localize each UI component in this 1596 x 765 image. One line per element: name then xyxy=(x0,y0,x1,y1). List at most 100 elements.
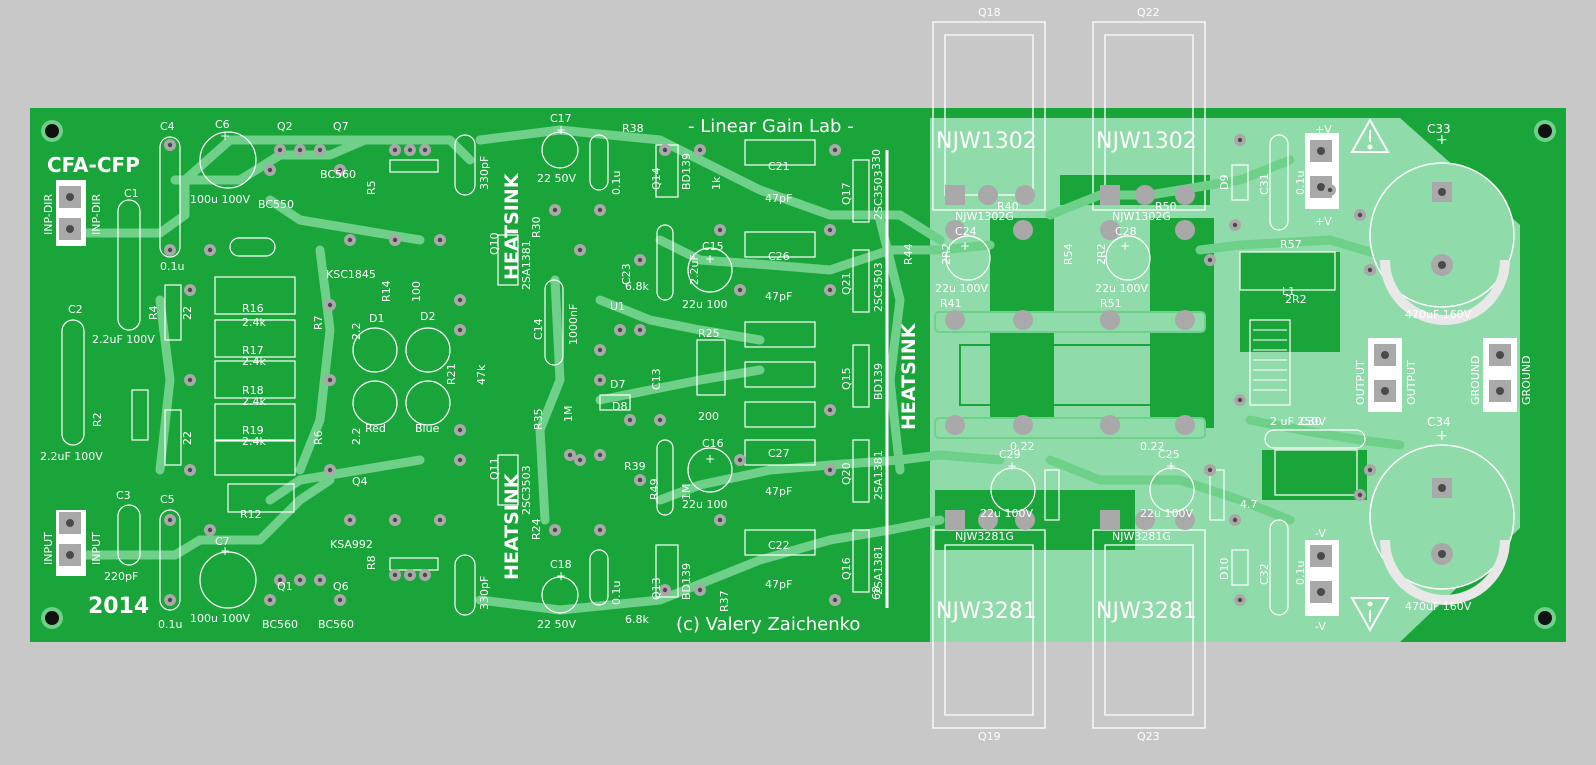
v-1k: 1k xyxy=(710,176,723,190)
cap-0-1-bottom: 0.1u xyxy=(610,581,623,605)
r14-ref: R14 xyxy=(380,280,393,302)
via-hole xyxy=(1232,222,1238,228)
brand-label: - Linear Gain Lab - xyxy=(688,116,854,137)
via-hole xyxy=(567,452,573,458)
d9-ref: D9 xyxy=(1218,175,1231,190)
q21-ref: Q21 xyxy=(840,272,853,295)
njw1302g-a: NJW1302G xyxy=(955,210,1014,223)
via-hole xyxy=(1357,492,1363,498)
q22-part: NJW1302 xyxy=(1096,129,1197,154)
r2-ref: R2 xyxy=(91,412,104,427)
r35-value: 1M xyxy=(562,406,575,423)
via-hole xyxy=(1207,467,1213,473)
c18-ref: C18 xyxy=(550,558,572,571)
r25-ref: R25 xyxy=(698,327,720,340)
r37-ref: R37 xyxy=(718,590,731,612)
q21-part: 2SC3503 xyxy=(872,262,885,312)
v-6-8k-top: 6.8k xyxy=(625,280,649,293)
r14-value: 100 xyxy=(410,281,423,302)
via-hole xyxy=(832,147,838,153)
r17-value: 2.4k xyxy=(242,355,266,368)
c17-value: 22 50V xyxy=(537,172,576,185)
r2-value: 22 xyxy=(181,431,194,445)
ground-connector xyxy=(1483,338,1517,412)
via-hole xyxy=(207,247,213,253)
r25-value: 200 xyxy=(698,410,719,423)
r21-ref: R21 xyxy=(445,363,458,385)
q17-part: 2SC3503 xyxy=(872,170,885,220)
v-4-7: 4.7 xyxy=(1240,498,1258,511)
q19-ref: Q19 xyxy=(978,730,1001,743)
via-hole xyxy=(827,407,833,413)
via-hole xyxy=(317,577,323,583)
via-hole xyxy=(187,467,193,473)
via-hole xyxy=(737,457,743,463)
via-hole xyxy=(1367,267,1373,273)
v-2-2-bottom: 2.2 xyxy=(350,428,363,446)
via-hole xyxy=(597,207,603,213)
via-hole xyxy=(187,377,193,383)
c24-ref: C24 xyxy=(955,225,977,238)
c16-ref: C16 xyxy=(702,437,724,450)
via-hole xyxy=(637,327,643,333)
c14-value: 1000nF xyxy=(567,304,580,345)
inp-dir-label-inner: INP-DIR xyxy=(90,193,103,235)
via-hole xyxy=(552,207,558,213)
silkscreen-text: CFA-CFP 2014 - Linear Gain Lab - (c) Val… xyxy=(40,6,1533,743)
output-connector xyxy=(1368,338,1402,412)
minus-v-label-top: -V xyxy=(1315,527,1326,540)
svg-text:+: + xyxy=(705,252,715,266)
r8-ref: R8 xyxy=(365,555,378,570)
q11-ref: Q11 xyxy=(488,457,501,480)
output-label-inner: OUTPUT xyxy=(1405,360,1418,405)
q4-part: KSA992 xyxy=(330,538,373,551)
q1-part: BC560 xyxy=(262,618,298,631)
c4-ref: C4 xyxy=(160,120,175,133)
q16-ref: Q16 xyxy=(840,557,853,580)
via-hole xyxy=(697,587,703,593)
r6-ref: R6 xyxy=(312,430,325,445)
c29-ref: C29 xyxy=(999,448,1021,461)
svg-text:+: + xyxy=(1007,459,1017,473)
input-connector xyxy=(56,510,86,576)
via-hole xyxy=(297,147,303,153)
c33-value: 470uF 160V xyxy=(1405,308,1472,321)
q16-part: 2SA1381 xyxy=(872,545,885,595)
via-hole xyxy=(577,457,583,463)
c5-ref: C5 xyxy=(160,493,175,506)
r16-ref: R16 xyxy=(242,302,264,315)
d8-ref: D8 xyxy=(612,400,627,413)
via-hole xyxy=(437,237,443,243)
c15-ref: C15 xyxy=(702,240,724,253)
plus-v-connector xyxy=(1305,133,1339,209)
via-pads xyxy=(164,134,1376,606)
via-hole xyxy=(167,597,173,603)
r19-ref: R19 xyxy=(242,424,264,437)
warning-triangle-icon xyxy=(1350,117,1390,153)
c31-value: 0.1u xyxy=(1294,171,1307,195)
c30-ref: C30 xyxy=(1300,415,1322,428)
via-hole xyxy=(1327,187,1333,193)
c7-value: 100u 100V xyxy=(190,612,250,625)
q22-ref: Q22 xyxy=(1137,6,1160,19)
r18-ref: R18 xyxy=(242,384,264,397)
r41-value: 0.22 xyxy=(1010,440,1035,453)
c2-value: 2.2uF 100V xyxy=(92,333,155,346)
svg-text:+: + xyxy=(220,544,230,558)
c6-ref: C6 xyxy=(215,118,230,131)
inp-dir-label-outer: INP-DIR xyxy=(42,193,55,235)
via-hole xyxy=(207,527,213,533)
via-hole xyxy=(457,427,463,433)
r5-ref: R5 xyxy=(365,180,378,195)
c21-ref: C21 xyxy=(768,160,790,173)
polarity-marks: + + + + + + + + + + xyxy=(220,123,1176,583)
q9-part: KSC1845 xyxy=(326,268,376,281)
q14-part: BD139 xyxy=(680,153,693,190)
cap-2-2uf: 2.2uF xyxy=(688,254,701,285)
svg-text:+: + xyxy=(1166,459,1176,473)
c29-value: 22u 100V xyxy=(980,507,1033,520)
via-hole xyxy=(267,167,273,173)
via-hole xyxy=(167,247,173,253)
v-68: 68 xyxy=(870,586,883,600)
d2-value: Blue xyxy=(415,422,440,435)
